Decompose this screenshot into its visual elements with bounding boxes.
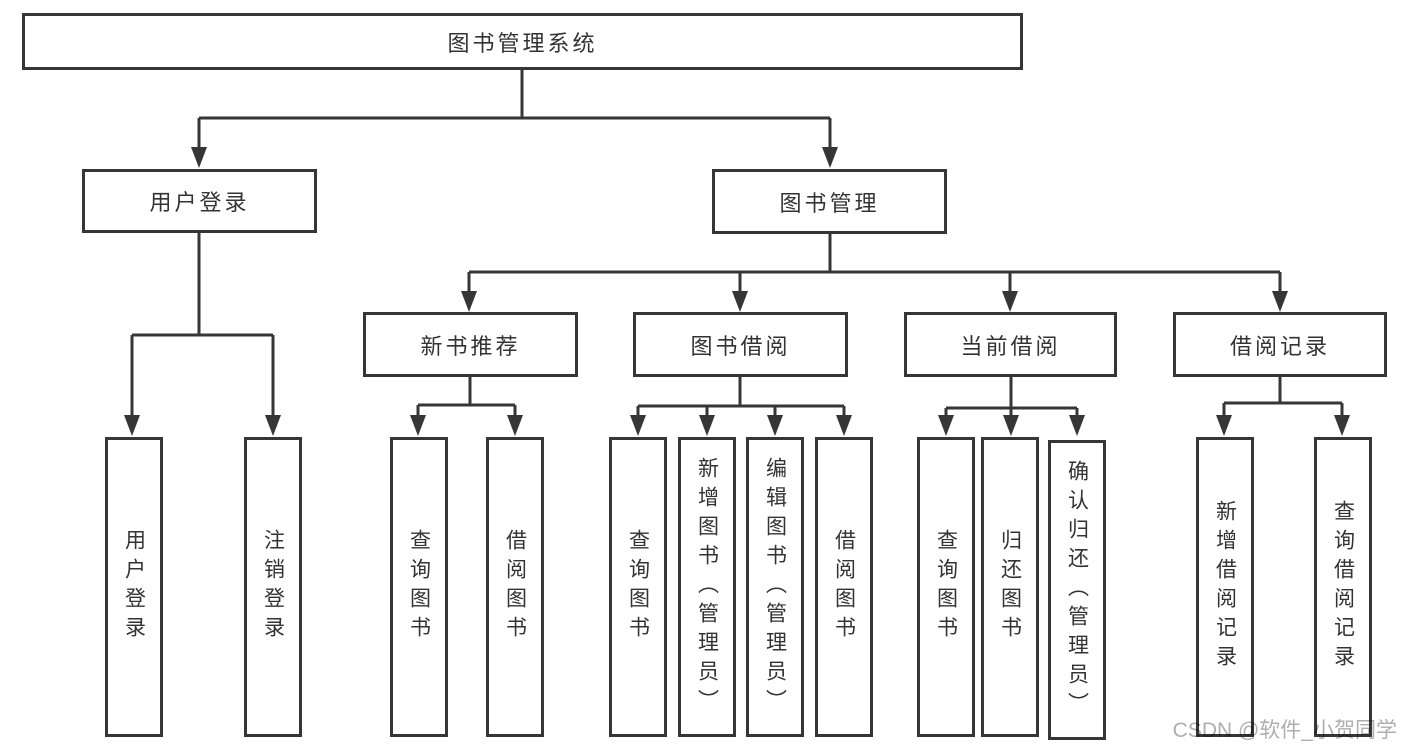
leaf-records-add-record-label: 新增借阅记录 [1213,500,1237,674]
node-user-login-label: 用户登录 [149,190,250,215]
leaf-current-query-books: 查询图书 [917,437,975,737]
node-user-login: 用户登录 [82,169,317,233]
arrowhead-icon [507,415,523,436]
node-book-mgmt-label: 图书管理 [779,190,880,216]
leaf-borrow-query-books: 查询图书 [609,437,667,737]
node-current-borrow: 当前借阅 [904,312,1117,377]
leaf-current-confirm-return: 确认归还（管理员） [1048,440,1106,740]
connector-current-borrow-to-leaves [944,377,1079,417]
leaf-records-add-record: 新增借阅记录 [1196,437,1254,737]
leaf-newbooks-query-books: 查询图书 [390,437,448,737]
leaf-borrow-edit-books: 编辑图书（管理员） [746,437,804,737]
arrowhead-icon [124,415,140,436]
arrowhead-icon [1272,291,1288,312]
watermark: CSDN @软件_小贺同学 [1172,719,1397,742]
leaf-borrow-add-books: 新增图书（管理员） [678,437,736,737]
connector-book-mgmt-to-level3 [467,234,1282,294]
node-new-books: 新书推荐 [363,312,578,377]
leaf-current-query-books-label: 查询图书 [934,529,958,645]
arrowhead-icon [410,415,426,436]
leaf-borrow-edit-books-label: 编辑图书（管理员） [763,456,787,718]
leaf-records-query-record: 查询借阅记录 [1314,437,1372,737]
node-current-borrow-label: 当前借阅 [960,333,1061,359]
leaf-current-return-books-label: 归还图书 [998,529,1022,645]
arrowhead-icon [1002,291,1018,312]
arrowhead-icon [822,147,838,168]
leaf-borrow-borrow-books: 借阅图书 [815,437,873,737]
arrowhead-icon [836,415,852,436]
arrowhead-icon [461,291,477,312]
arrowhead-icon [938,415,954,436]
leaf-user-login: 用户登录 [105,437,163,737]
arrowhead-icon [265,415,281,436]
leaf-newbooks-borrow-books: 借阅图书 [486,437,544,737]
leaf-user-login-label: 用户登录 [122,529,146,645]
connector-user-login-to-leaves [130,233,275,418]
connector-new-books-to-leaves [416,377,517,417]
leaf-records-query-record-label: 查询借阅记录 [1331,500,1355,674]
node-book-borrow: 图书借阅 [633,312,848,377]
leaf-newbooks-borrow-books-label: 借阅图书 [503,529,527,645]
node-borrow-records: 借阅记录 [1173,312,1387,377]
node-book-borrow-label: 图书借阅 [690,333,791,359]
arrowhead-icon [699,415,715,436]
leaf-current-return-books: 归还图书 [981,437,1039,737]
node-library-system: 图书管理系统 [22,13,1023,70]
arrowhead-icon [767,415,783,436]
connector-root-to-level2 [197,70,832,150]
leaf-borrow-add-books-label: 新增图书（管理员） [695,456,719,718]
node-borrow-records-label: 借阅记录 [1229,333,1330,359]
leaf-borrow-borrow-books-label: 借阅图书 [832,529,856,645]
arrowhead-icon [630,415,646,436]
arrowhead-icon [1216,415,1232,436]
node-library-system-label: 图书管理系统 [447,30,598,56]
arrowhead-icon [1069,415,1085,436]
arrowhead-icon [732,291,748,312]
arrowhead-icon [1334,415,1350,436]
leaf-logout-label: 注销登录 [261,529,285,645]
leaf-current-confirm-return-label: 确认归还（管理员） [1065,459,1089,721]
connector-borrow-records-to-leaves [1222,377,1344,417]
arrowhead-icon [1003,415,1019,436]
node-new-books-label: 新书推荐 [420,333,521,359]
node-book-mgmt: 图书管理 [712,169,947,234]
leaf-borrow-query-books-label: 查询图书 [626,529,650,645]
arrowhead-icon [191,147,207,168]
connector-book-borrow-to-leaves [636,377,846,417]
leaf-newbooks-query-books-label: 查询图书 [407,529,431,645]
leaf-logout: 注销登录 [244,437,302,737]
